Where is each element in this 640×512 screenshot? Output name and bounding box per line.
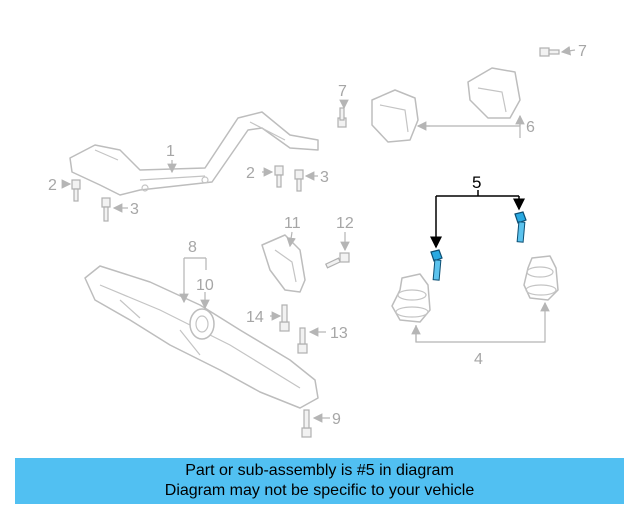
front-crossmember: [69, 111, 319, 196]
banner-line-1: Part or sub-assembly is #5 in diagram: [185, 462, 454, 479]
bolt-3-mid: [294, 169, 304, 192]
bolt-13: [297, 327, 308, 354]
bolt-3-left: [101, 197, 111, 222]
callout-9: 9: [332, 411, 341, 428]
callout-5: 5: [472, 173, 481, 192]
banner-line-2: Diagram may not be specific to your vehi…: [164, 482, 475, 499]
leader-5: [435, 190, 520, 246]
callout-14: 14: [246, 309, 264, 326]
engine-mount-right: [523, 255, 559, 301]
bolt-2-left: [71, 179, 81, 202]
callout-3-mid: 3: [320, 169, 329, 186]
callout-3-left: 3: [130, 201, 139, 218]
info-banner: Part or sub-assembly is #5 in diagram Di…: [15, 458, 624, 504]
highlighted-bolt-5-right: [514, 211, 527, 243]
parts-diagram: 1 2 3 2 3 4 5 6 7 7 8 9 10 11 12 13 14: [48, 43, 587, 438]
bolt-9: [301, 409, 312, 438]
callout-10: 10: [196, 277, 214, 294]
bolt-2-mid: [274, 165, 284, 188]
callout-1: 1: [166, 143, 175, 160]
bolt-14: [279, 304, 290, 332]
callout-7-left: 7: [338, 83, 347, 100]
bolt-7-right: [539, 47, 560, 57]
bolt-7-left: [337, 107, 347, 128]
leader-11: [286, 231, 296, 248]
mount-bracket: [261, 234, 306, 293]
callout-7-right: 7: [578, 43, 587, 60]
engine-mount-bracket-left: [371, 89, 419, 143]
callout-8: 8: [188, 239, 197, 256]
leader-4: [415, 303, 545, 343]
callout-12: 12: [336, 215, 354, 232]
highlighted-bolt-5-left: [430, 249, 443, 281]
callout-4: 4: [474, 351, 483, 368]
engine-mount-bracket-right: [467, 67, 521, 119]
engine-mount-left: [391, 273, 431, 323]
callout-2-left: 2: [48, 177, 57, 194]
callout-11: 11: [284, 215, 301, 232]
transmission-crossmember: [84, 265, 319, 409]
callout-13: 13: [330, 325, 348, 342]
callout-2-mid: 2: [246, 165, 255, 182]
leader-6: [418, 116, 521, 138]
callout-6: 6: [526, 119, 535, 136]
leader-7b: [560, 45, 576, 56]
bolt-12: [325, 252, 350, 269]
